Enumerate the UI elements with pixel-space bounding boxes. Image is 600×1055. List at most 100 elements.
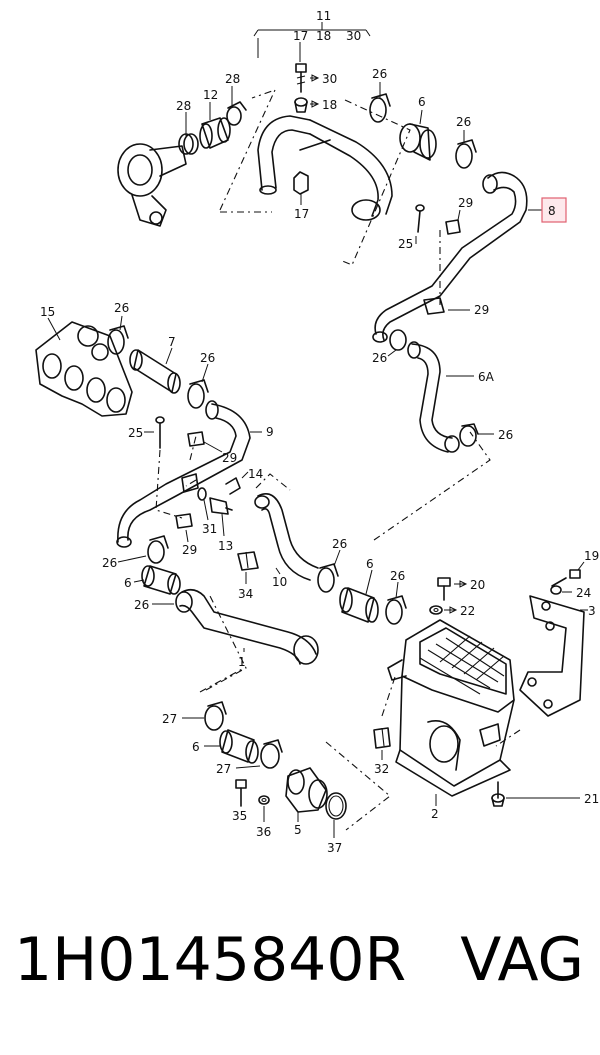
callout-18: 18	[322, 98, 337, 112]
hose-clip-26a-part	[369, 93, 391, 123]
hose-clip-26j-part	[385, 595, 407, 625]
callout-17: 17	[294, 207, 309, 221]
callout-37: 37	[327, 841, 342, 855]
hose-10-part	[254, 493, 319, 581]
hose-clip-28b-part	[226, 101, 247, 126]
callout-26g: 26	[102, 556, 117, 570]
callout-12: 12	[203, 88, 218, 102]
hose-7-part	[129, 349, 181, 394]
callout-18-header: 18	[316, 29, 331, 43]
intercooler-hose-1-part	[179, 588, 319, 665]
callout-24: 24	[576, 586, 591, 600]
callout-26i: 26	[332, 537, 347, 551]
sleeve-6a-part	[399, 123, 437, 161]
callout-21: 21	[584, 792, 599, 806]
callout-26b: 26	[456, 115, 471, 129]
hose-clip-26f-part	[187, 379, 209, 409]
hose-clip-27b-part	[260, 739, 283, 769]
callout-8-highlight	[542, 198, 566, 222]
callout-25b: 25	[128, 426, 143, 440]
callout-36: 36	[256, 825, 271, 839]
callout-26f: 26	[200, 351, 215, 365]
callout-8-box	[541, 197, 567, 223]
part-info-footer: 1H0145840R VAG	[0, 925, 600, 1025]
callout-20: 20	[470, 578, 485, 592]
clip-34-part	[237, 551, 259, 571]
hose-clip-26b-part	[455, 139, 477, 169]
breather-hose-part	[257, 115, 393, 221]
intercooler-2-part	[387, 619, 515, 797]
callout-17-header: 17	[293, 29, 308, 43]
hose-clip-26g-part	[147, 535, 169, 564]
callout-6d: 6	[192, 740, 200, 754]
callout-25a: 25	[398, 237, 413, 251]
callout-6c: 6	[366, 557, 374, 571]
callout-27a: 27	[162, 712, 177, 726]
breather-valve-part	[117, 143, 187, 227]
nut-18-part	[294, 97, 308, 113]
sleeve-6d-part	[219, 729, 259, 764]
adapter-5-part	[285, 767, 328, 813]
callout-9: 9	[266, 425, 274, 439]
callout-29c: 29	[222, 451, 237, 465]
callout-29a: 29	[458, 196, 473, 210]
bolt-20-part	[437, 577, 451, 601]
bolt-25a-part	[415, 204, 425, 233]
callout-5: 5	[294, 823, 302, 837]
callout-30-header: 30	[346, 29, 361, 43]
intake-manifold-15-part	[35, 321, 133, 417]
bolt-19-part	[551, 569, 581, 587]
hose-clip-26e-part	[107, 325, 129, 355]
callout-15: 15	[40, 305, 55, 319]
callout-35: 35	[232, 809, 247, 823]
callout-6a: 6	[418, 95, 426, 109]
bolt-21-part	[491, 781, 505, 807]
callout-3: 3	[588, 604, 596, 618]
callout-30: 30	[322, 72, 337, 86]
hose-clip-26i-part	[317, 563, 339, 593]
callout-26d: 26	[498, 428, 513, 442]
pipe-9-part	[116, 400, 251, 548]
callout-26h: 26	[134, 598, 149, 612]
callout-26c: 26	[372, 351, 387, 365]
clip-14-part	[225, 477, 241, 495]
callout-19: 19	[584, 549, 599, 563]
hose-6A-part	[407, 341, 460, 453]
clip-29b-part	[423, 297, 445, 315]
callout-14: 14	[248, 467, 263, 481]
o-ring-31-part	[197, 487, 207, 501]
callout-26e: 26	[114, 301, 129, 315]
callout-34: 34	[238, 587, 253, 601]
callout-10: 10	[272, 575, 287, 589]
exploded-view-drawing: 11 17 18 30	[35, 9, 599, 855]
sensor-13-part	[209, 497, 233, 515]
callout-13: 13	[218, 539, 233, 553]
bolt-35-part	[235, 779, 247, 807]
callout-29d: 29	[182, 543, 197, 557]
hose-clip-27a-part	[204, 701, 227, 731]
callout-11: 11	[316, 9, 331, 23]
callout-27b: 27	[216, 762, 231, 776]
bolt-30-part	[295, 63, 307, 93]
callout-28a: 28	[176, 99, 191, 113]
charge-air-pipe-8-part	[372, 171, 528, 343]
group-bracket-11	[253, 22, 371, 62]
callout-26a: 26	[372, 67, 387, 81]
hose-clip-26d-part	[459, 423, 479, 447]
connector-12-part	[199, 117, 231, 149]
washer-24-part	[550, 585, 562, 595]
hose-clip-26h-part	[175, 591, 193, 613]
callout-31: 31	[202, 522, 217, 536]
washer-36-part	[258, 795, 270, 805]
clip-29a-part	[445, 219, 461, 235]
callout-28b: 28	[225, 72, 240, 86]
hose-clip-28a-part	[178, 133, 199, 155]
seal-ring-37-part	[325, 792, 347, 820]
callout-6b: 6	[124, 576, 132, 590]
callout-29b: 29	[474, 303, 489, 317]
callout-22: 22	[460, 604, 475, 618]
callout-32: 32	[374, 762, 389, 776]
sleeve-6b-part	[141, 565, 181, 595]
callout-1: 1	[238, 655, 246, 669]
